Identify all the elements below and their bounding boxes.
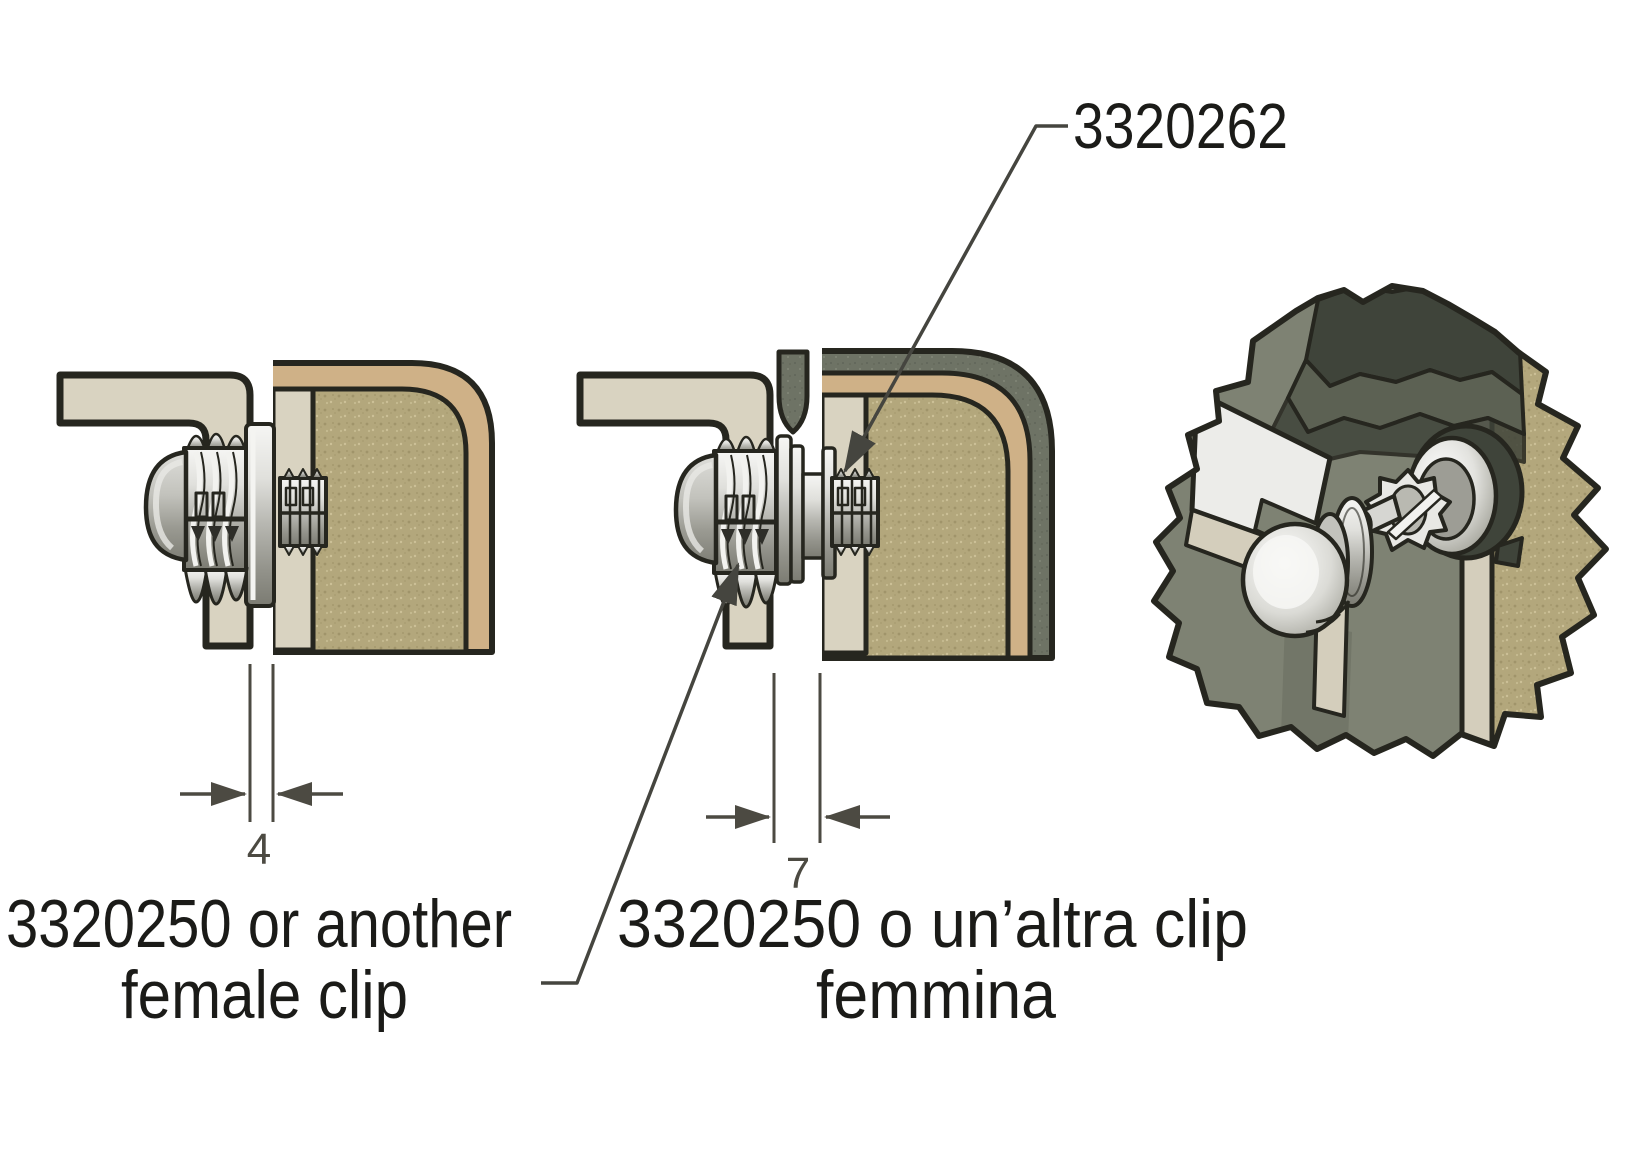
callout-top-part: 3320262: [843, 90, 1288, 474]
middle-male-clip: [676, 437, 777, 607]
callout-bottom-part: [541, 562, 740, 985]
left-male-clip: [146, 434, 247, 604]
dimension-middle: 7: [706, 673, 890, 898]
thread-arc: [1305, 613, 1341, 634]
leader-line-3320262: [843, 124, 1068, 474]
caption-left-line2: female clip: [121, 957, 408, 1033]
caption-middle-line2: femmina: [816, 957, 1056, 1033]
panel-core: [273, 386, 469, 655]
caption-left-line1: 3320250 or another: [6, 886, 512, 962]
thread-arc: [1315, 600, 1351, 624]
left-right-panel: [273, 360, 495, 655]
clip-3d: [1240, 423, 1525, 639]
dome-highlight-3d: [1253, 535, 1319, 609]
torn-edge-outline: [1151, 283, 1609, 759]
leader-line-3320250: [541, 562, 740, 985]
female-connector-3320262: [775, 434, 837, 586]
connector-disc: [775, 434, 793, 586]
part-number-label: 3320262: [1073, 90, 1288, 162]
middle-small-clip: [830, 467, 880, 557]
profile-end-bulb: [776, 349, 810, 435]
connector-waist: [801, 472, 825, 560]
cross-pin: [1386, 488, 1444, 541]
caption-middle: 3320250 o un’altra clip femmina: [617, 886, 1248, 1033]
female-clip-tab: [1494, 536, 1524, 568]
left-small-clip: [278, 467, 328, 557]
left-clip-flange: [244, 422, 276, 608]
caption-middle-line1: 3320250 o un’altra clip: [617, 886, 1248, 962]
middle-section-view: [580, 348, 1055, 661]
connector-disc: [789, 444, 805, 584]
dimension-left: 4: [180, 664, 343, 874]
caption-left: 3320250 or another female clip: [6, 886, 512, 1033]
dimension-middle-value: 7: [786, 849, 810, 898]
left-section-view: [60, 360, 495, 655]
assembled-3d-view: [1151, 283, 1609, 759]
dimension-left-value: 4: [247, 825, 271, 874]
